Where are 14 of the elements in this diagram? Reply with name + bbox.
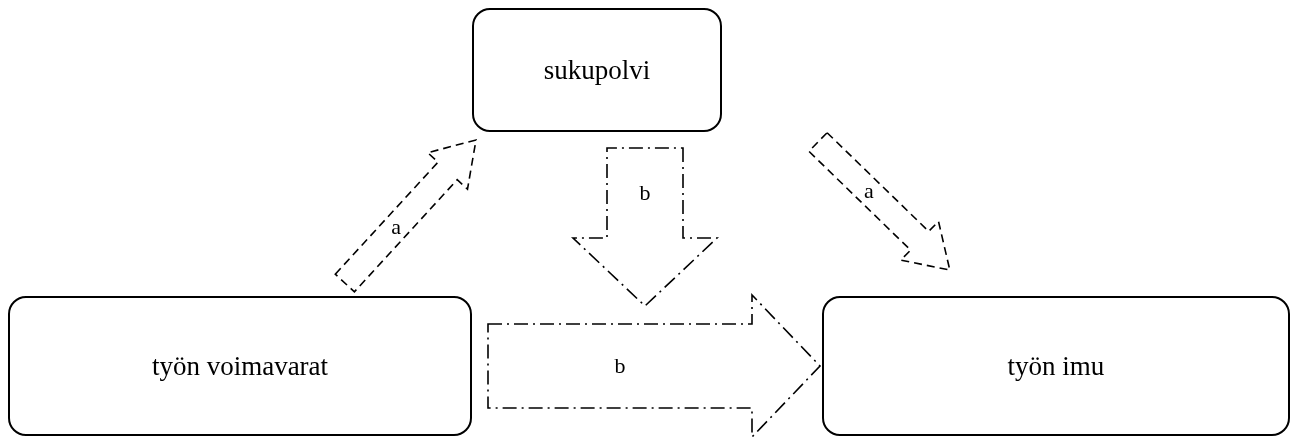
edge-label: b bbox=[639, 182, 651, 204]
rounded-box bbox=[822, 296, 1290, 436]
rounded-box bbox=[472, 8, 722, 132]
block-arrow bbox=[487, 293, 822, 439]
block-arrow bbox=[571, 147, 719, 308]
node-text: työn imu bbox=[1007, 350, 1105, 382]
block-arrow bbox=[807, 131, 951, 272]
node-text: sukupolvi bbox=[543, 54, 651, 86]
block-arrow bbox=[334, 138, 477, 293]
edge-label: a bbox=[391, 215, 402, 238]
edge-label: a bbox=[863, 180, 874, 203]
rounded-box bbox=[8, 296, 472, 436]
edge-label: b bbox=[614, 355, 626, 377]
node-text: työn voimavarat bbox=[151, 350, 329, 382]
